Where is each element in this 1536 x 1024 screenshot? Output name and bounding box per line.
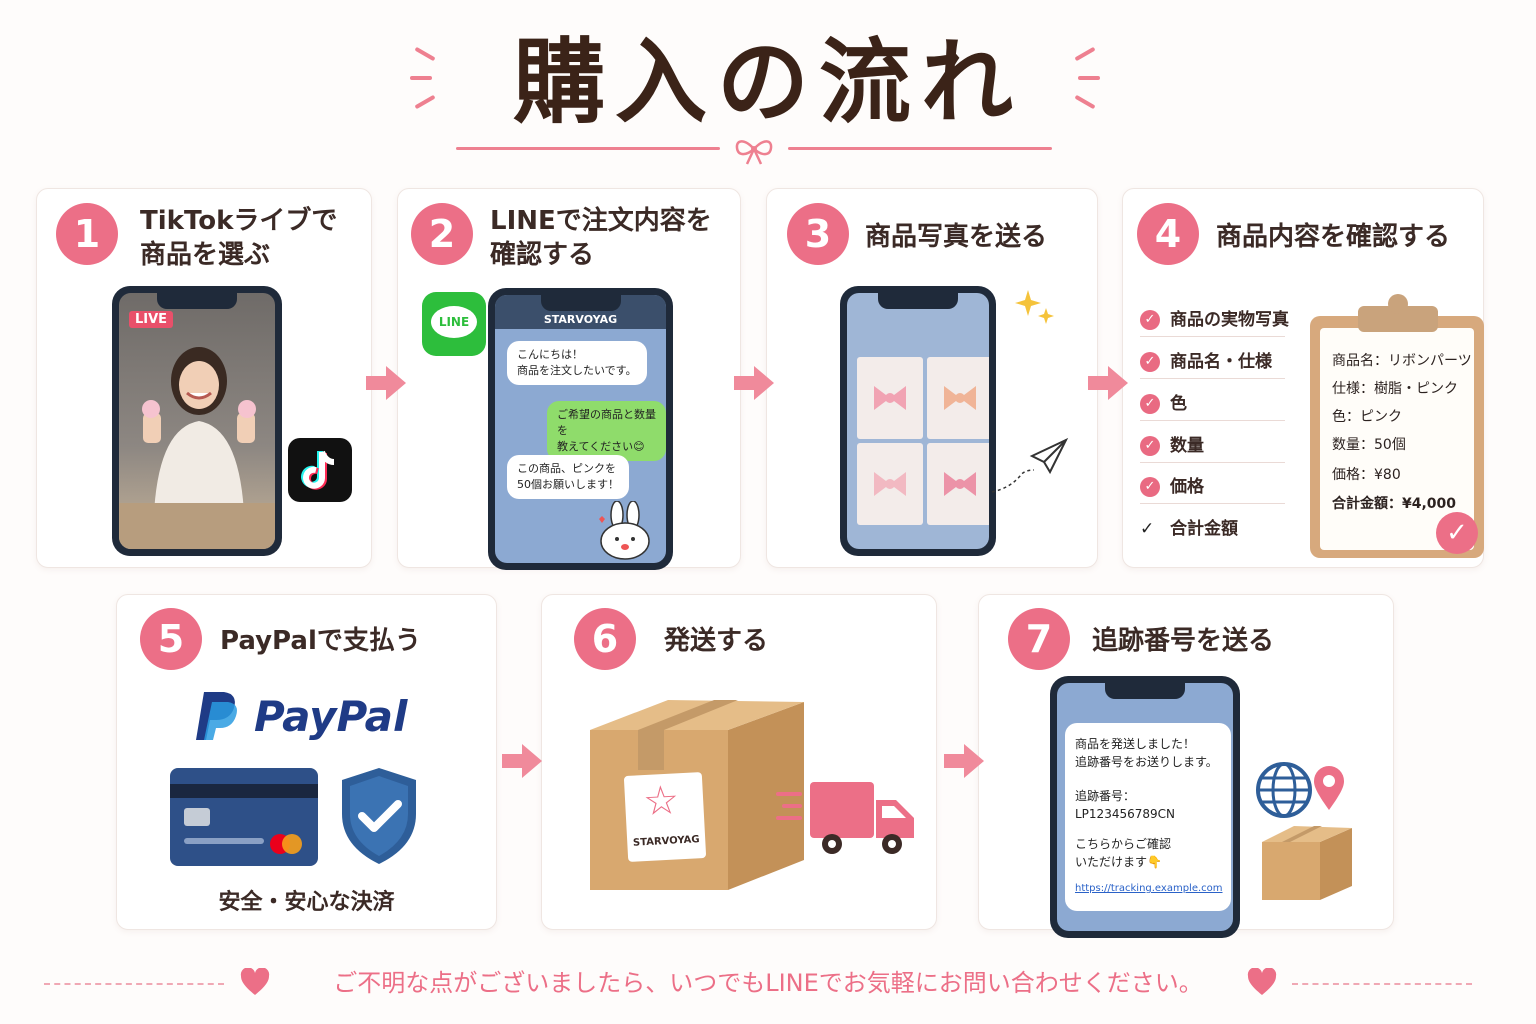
product-table xyxy=(119,503,275,549)
step-title: 商品写真を送る xyxy=(865,222,1048,252)
paper-plane-icon xyxy=(991,437,1069,493)
title-underline xyxy=(456,147,720,150)
arrow-right-icon xyxy=(734,366,774,400)
streamer-illustration xyxy=(142,347,256,513)
clipboard-line: 仕様：樹脂・ピンク xyxy=(1332,381,1458,397)
shield-check-icon xyxy=(342,768,416,864)
check-icon: ✓ xyxy=(1436,512,1478,554)
tiktok-icon xyxy=(288,438,352,502)
step-number: 7 xyxy=(1008,608,1070,670)
truck-icon xyxy=(776,782,914,854)
step-number: 5 xyxy=(140,608,202,670)
checklist-item: ✓色 xyxy=(1140,389,1187,414)
box-icon xyxy=(1262,826,1352,900)
credit-card-icon xyxy=(170,768,318,866)
tracking-link[interactable]: https://tracking.example.com xyxy=(1075,883,1223,894)
sparkle-icon xyxy=(1015,290,1054,324)
phone-mockup: LIVE xyxy=(112,286,282,556)
check-icon: ✓ xyxy=(1140,394,1160,414)
bunny-sticker-icon xyxy=(599,501,650,560)
footer-divider xyxy=(44,983,224,985)
chat-bubble: こんにちは！ 商品を注文したいです。 xyxy=(507,341,647,385)
step-title: TikTokライブで 商品を選ぶ xyxy=(140,206,338,270)
chat-header: STARVOYAG xyxy=(543,313,618,326)
step-title: 発送する xyxy=(664,626,769,656)
checklist-item: ✓商品名・仕様 xyxy=(1140,347,1272,372)
step-title: 追跡番号を送る xyxy=(1092,626,1275,656)
step-title: 商品内容を確認する xyxy=(1216,222,1451,252)
step-number: 1 xyxy=(56,203,118,265)
sparkle-icon xyxy=(410,76,432,80)
phone-mockup: 商品を発送しました！ 追跡番号をお送りします。 追跡番号： LP12345678… xyxy=(1050,676,1240,938)
checklist-item: ✓商品の実物写真 xyxy=(1140,305,1289,330)
title-underline xyxy=(788,147,1052,150)
step-title: PayPalで支払う xyxy=(220,626,421,656)
check-icon: ✓ xyxy=(1140,519,1155,539)
arrow-right-icon xyxy=(1088,366,1128,400)
chat-text: 商品を発送しました！ 追跡番号をお送りします。 xyxy=(1075,737,1218,769)
product-photo-grid xyxy=(874,386,976,496)
phone-mockup xyxy=(840,286,996,556)
clipboard-line: 価格：¥80 xyxy=(1332,467,1401,483)
checklist-item: ✓数量 xyxy=(1140,431,1204,456)
footer-note: ご不明な点がございましたら、いつでもLINEでお気軽にお問い合わせください。 xyxy=(333,969,1203,997)
arrow-right-icon xyxy=(366,366,406,400)
clipboard-line: 合計金額：¥4,000 xyxy=(1332,496,1457,512)
step-number: 3 xyxy=(787,203,849,265)
checklist-item: ✓価格 xyxy=(1140,472,1204,497)
clipboard-line: 数量：50個 xyxy=(1332,437,1406,453)
location-pin-icon xyxy=(1314,766,1344,810)
chat-bubble: この商品、ピンクを 50個お願いします！ xyxy=(507,455,629,499)
check-icon: ✓ xyxy=(1140,436,1160,456)
heart-icon xyxy=(1247,968,1277,995)
phone-mockup: STARVOYAG こんにちは！ 商品を注文したいです。 ご希望の商品と数量を … xyxy=(488,288,673,570)
box-label: ☆ STARVOYAG xyxy=(623,772,707,862)
check-icon: ✓ xyxy=(1140,310,1160,330)
line-icon: LINE xyxy=(422,292,486,356)
clipboard-line: 色：ピンク xyxy=(1332,409,1402,425)
check-icon: ✓ xyxy=(1140,477,1160,497)
bow-icon xyxy=(735,140,773,165)
paypal-p-icon xyxy=(196,692,237,740)
step-number: 4 xyxy=(1137,203,1199,265)
chat-bubble xyxy=(1065,723,1231,911)
payment-caption: 安全・安心な決済 xyxy=(218,890,395,915)
step-number: 6 xyxy=(574,608,636,670)
check-icon: ✓ xyxy=(1140,352,1160,372)
chat-bubble: ご希望の商品と数量を 教えてください😊 xyxy=(547,401,666,461)
paypal-logo: PayPal xyxy=(254,692,408,741)
footer-divider xyxy=(1292,983,1472,985)
star-icon: ☆ xyxy=(641,777,681,826)
globe-icon xyxy=(1256,762,1312,818)
chat-text: こちらからご確認 いただけます👇 xyxy=(1075,837,1172,869)
checklist-item: ✓合計金額 xyxy=(1140,519,1238,539)
arrow-right-icon xyxy=(502,744,542,778)
arrow-right-icon xyxy=(944,744,984,778)
sparkle-icon xyxy=(1078,76,1100,80)
live-badge: LIVE xyxy=(129,311,174,328)
heart-icon xyxy=(240,968,270,995)
step-title: LINEで注文内容を 確認する xyxy=(490,206,712,270)
clipboard-line: 商品名：リボンパーツ xyxy=(1332,353,1472,369)
tracking-number: 追跡番号： LP123456789CN xyxy=(1075,789,1175,821)
page-title: 購入の流れ xyxy=(512,29,1023,136)
step-number: 2 xyxy=(411,203,473,265)
